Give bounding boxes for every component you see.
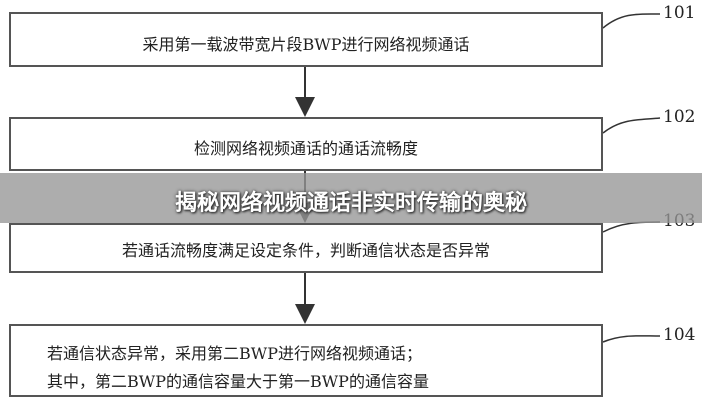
leader-103 [602, 221, 661, 233]
step-text-102: 检测网络视频通话的通话流畅度 [193, 139, 418, 158]
step-box-103: 若通话流畅度满足设定条件，判断通信状态是否异常 [9, 223, 603, 273]
leader-102 [602, 117, 661, 134]
step-text-101: 采用第一载波带宽片段BWP进行网络视频通话 [142, 35, 470, 54]
step-box-102: 检测网络视频通话的通话流畅度 [9, 117, 603, 171]
ref-label-104: 104 [663, 325, 696, 345]
banner-title: 揭秘网络视频通话非实时传输的奥秘 [174, 191, 527, 216]
step-text-104-line1: 若通信状态异常，采用第二BWP进行网络视频通话； [47, 344, 422, 363]
step-box-101: 采用第一载波带宽片段BWP进行网络视频通话 [9, 12, 603, 67]
step-text-103: 若通话流畅度满足设定条件，判断通信状态是否异常 [121, 241, 490, 260]
leader-101 [602, 13, 661, 29]
step-text-104-line2: 其中，第二BWP的通信容量大于第一BWP的通信容量 [47, 372, 429, 391]
ref-label-102: 102 [663, 107, 696, 127]
title-banner: 揭秘网络视频通话非实时传输的奥秘 [0, 173, 702, 223]
leader-104 [602, 335, 661, 343]
step-box-104: 若通信状态异常，采用第二BWP进行网络视频通话； 其中，第二BWP的通信容量大于… [9, 324, 603, 397]
ref-label-101: 101 [663, 3, 696, 23]
